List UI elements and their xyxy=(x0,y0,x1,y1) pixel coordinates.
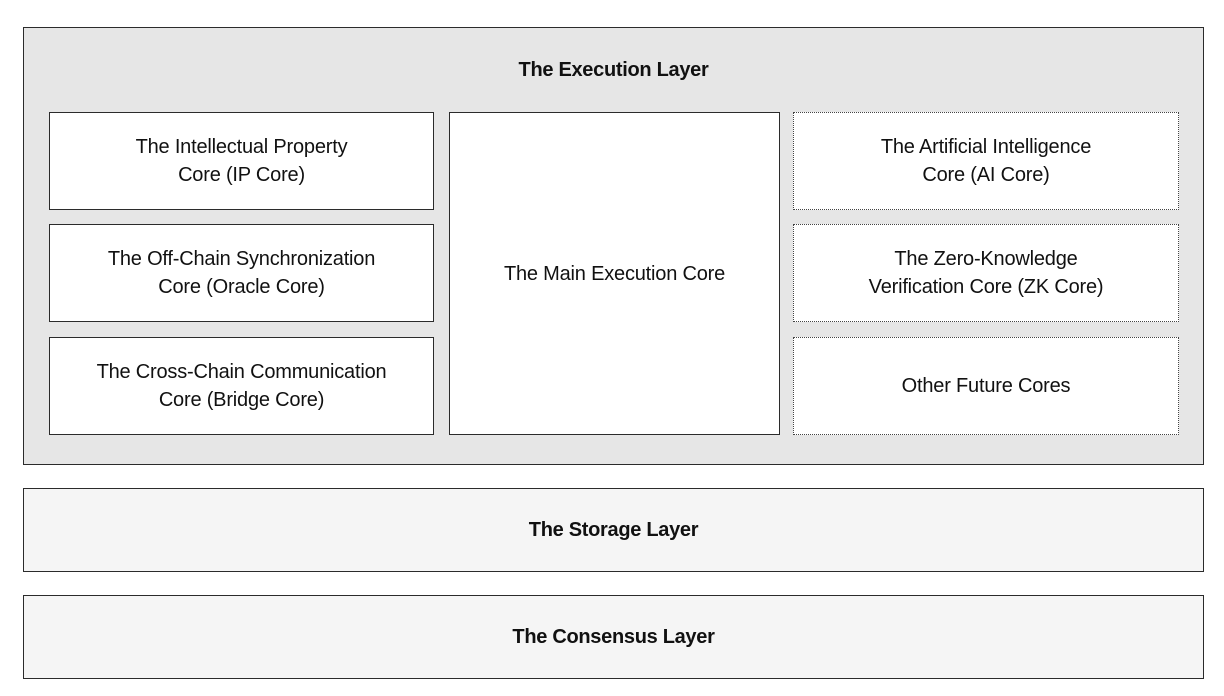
bridge-core-label: The Cross-Chain Communication Core (Brid… xyxy=(96,361,387,411)
ai-core-box: The Artificial Intelligence Core (AI Cor… xyxy=(793,112,1179,210)
zk-core-box: The Zero-Knowledge Verification Core (ZK… xyxy=(793,224,1179,322)
storage-layer: The Storage Layer xyxy=(23,488,1204,572)
bridge-core-box: The Cross-Chain Communication Core (Brid… xyxy=(49,337,434,435)
future-cores-box: Other Future Cores xyxy=(793,337,1179,435)
ip-core-box: The Intellectual Property Core (IP Core) xyxy=(49,112,434,210)
main-execution-core-box: The Main Execution Core xyxy=(449,112,780,435)
zk-core-label: The Zero-Knowledge Verification Core (ZK… xyxy=(868,248,1104,298)
ai-core-label: The Artificial Intelligence Core (AI Cor… xyxy=(880,136,1092,186)
storage-layer-title: The Storage Layer xyxy=(528,518,699,541)
consensus-layer: The Consensus Layer xyxy=(23,595,1204,679)
main-execution-core-label: The Main Execution Core xyxy=(503,262,726,285)
oracle-core-box: The Off-Chain Synchronization Core (Orac… xyxy=(49,224,434,322)
execution-layer-title: The Execution Layer xyxy=(518,59,709,81)
ip-core-label: The Intellectual Property Core (IP Core) xyxy=(135,136,348,186)
consensus-layer-title: The Consensus Layer xyxy=(512,625,715,648)
future-cores-label: Other Future Cores xyxy=(901,375,1071,397)
oracle-core-label: The Off-Chain Synchronization Core (Orac… xyxy=(107,248,376,298)
